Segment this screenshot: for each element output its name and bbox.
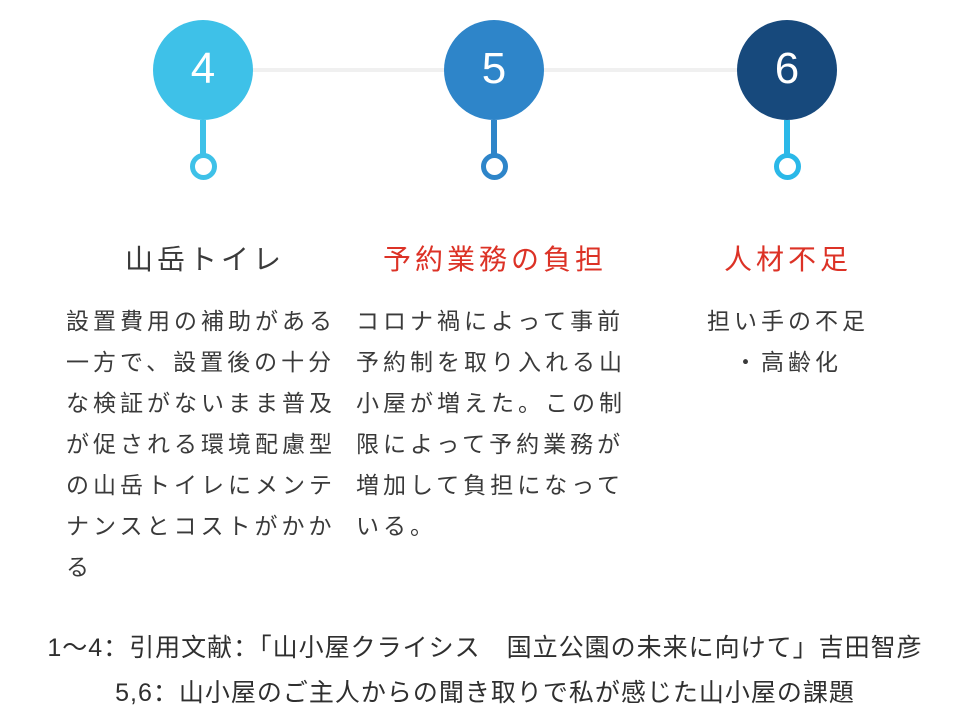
step-description-5: コロナ禍によって事前予約制を取り入れる山小屋が増えた。この制限によって予約業務が… bbox=[356, 308, 626, 539]
step-stem-6 bbox=[784, 120, 790, 155]
step-marker-6: 6 bbox=[737, 20, 837, 210]
step-circle-6: 6 bbox=[737, 20, 837, 120]
citation-line-2: 5,6：山小屋のご主人からの聞き取りで私が感じた山小屋の課題 bbox=[115, 679, 855, 707]
step-stem-5 bbox=[491, 120, 497, 155]
step-stem-4 bbox=[200, 120, 206, 155]
step-column-5: 予約業務の負担 コロナ禍によって事前予約制を取り入れる山小屋が増えた。この制限に… bbox=[356, 240, 634, 547]
step-marker-5: 5 bbox=[444, 20, 544, 210]
step-ring-icon-4 bbox=[190, 153, 217, 180]
step-description-4: 設置費用の補助がある一方で、設置後の十分な検証がないまま普及が促される環境配慮型… bbox=[66, 308, 336, 580]
step-title-6: 人材不足 bbox=[723, 244, 852, 275]
step-column-6: 人材不足 担い手の不足 ・高齢化 bbox=[660, 240, 916, 383]
step-circle-4: 4 bbox=[153, 20, 253, 120]
step-ring-icon-6 bbox=[774, 153, 801, 180]
step-number-5: 5 bbox=[481, 44, 507, 93]
citation-line-1: 1〜4：引用文献：「山小屋クライシス 国立公園の未来に向けて」吉田智彦 bbox=[47, 634, 923, 662]
step-title-5: 予約業務の負担 bbox=[382, 244, 607, 275]
step-circle-5: 5 bbox=[444, 20, 544, 120]
step-number-4: 4 bbox=[190, 44, 216, 93]
step-marker-4: 4 bbox=[153, 20, 253, 210]
citation-footer: 1〜4：引用文献：「山小屋クライシス 国立公園の未来に向けて」吉田智彦 5,6：… bbox=[0, 626, 970, 716]
step-column-4: 山岳トイレ 設置費用の補助がある一方で、設置後の十分な検証がないまま普及が促され… bbox=[66, 240, 344, 588]
step-title-4: 山岳トイレ bbox=[124, 244, 285, 275]
step-description-6: 担い手の不足 ・高齢化 bbox=[707, 308, 869, 375]
step-number-6: 6 bbox=[774, 44, 800, 93]
step-ring-icon-5 bbox=[481, 153, 508, 180]
